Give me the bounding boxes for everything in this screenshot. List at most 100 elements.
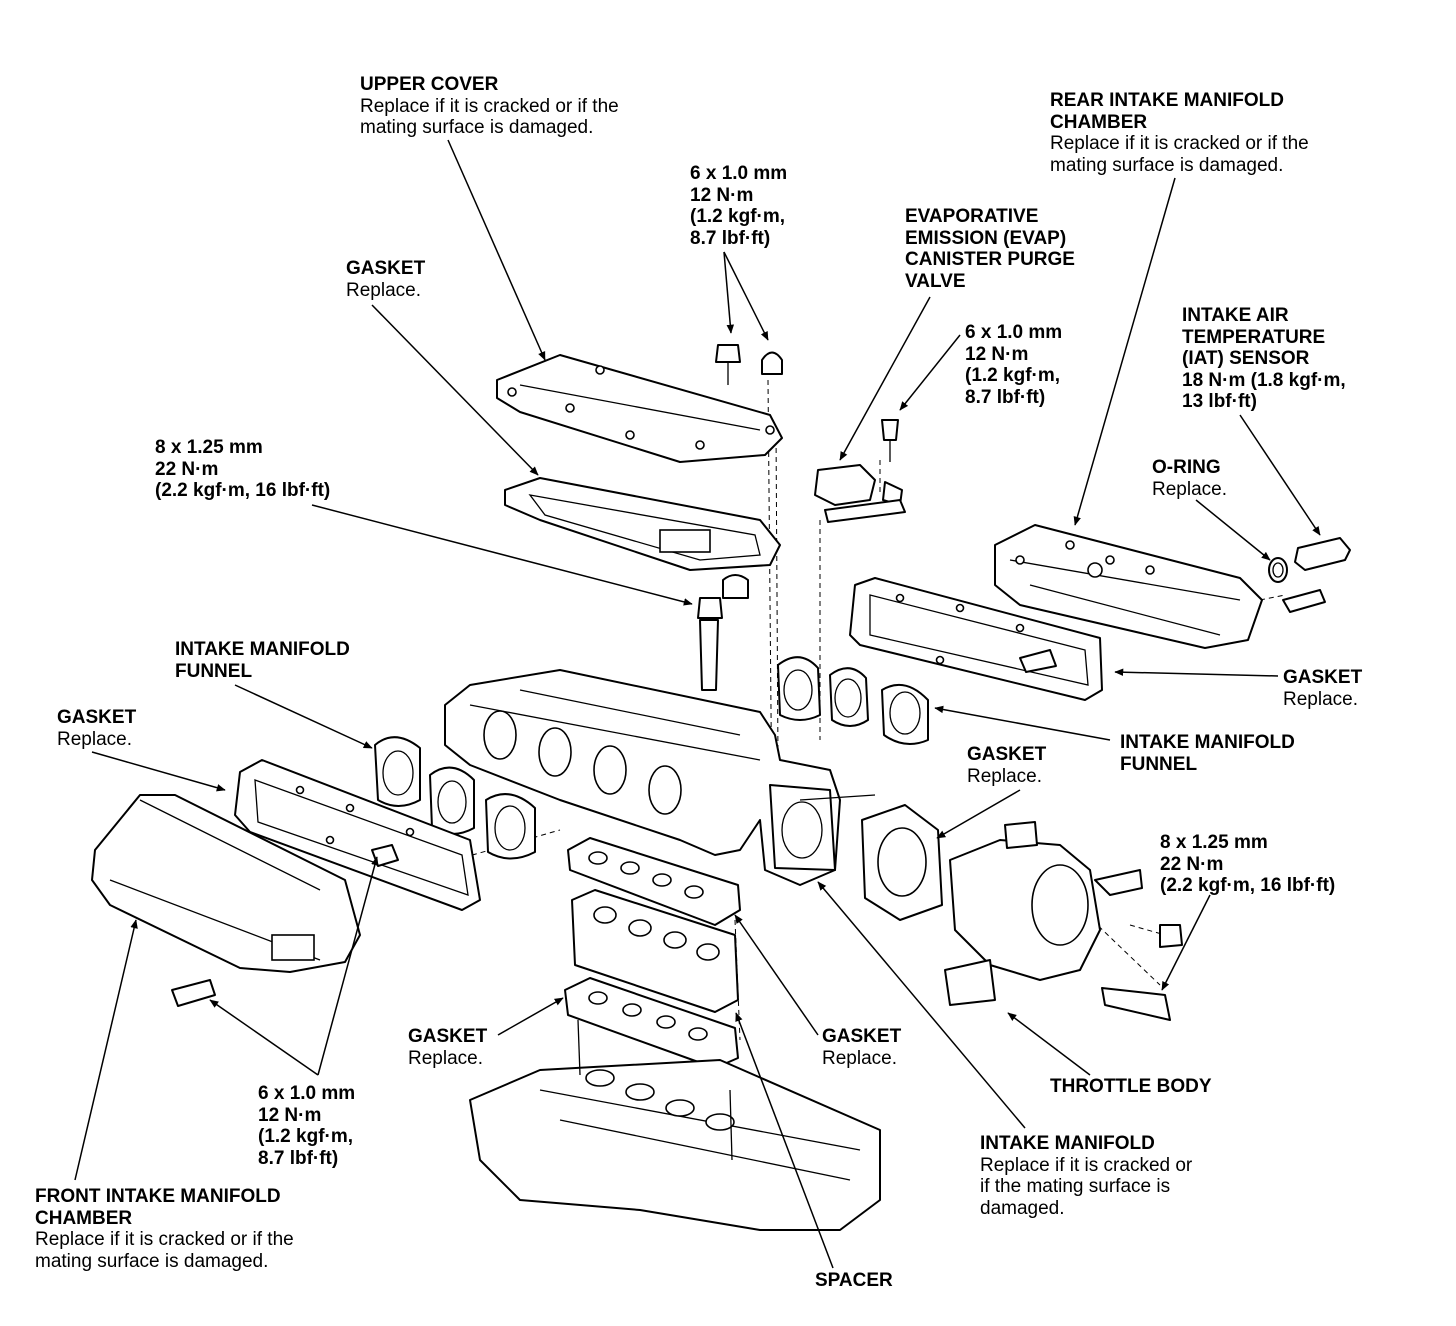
label-title-line: UPPER COVER (360, 74, 499, 95)
label-title-line: THROTTLE BODY (1050, 1076, 1212, 1097)
label-title-line: 8.7 lbf·ft) (258, 1147, 339, 1169)
label-title-line: 8 x 1.25 mm (1160, 832, 1268, 853)
label-title-line: 6 x 1.0 mm (965, 322, 1063, 343)
label-note-line: Replace. (57, 728, 132, 750)
label-title-line: 12 N·m (258, 1104, 322, 1126)
label-note-line: damaged. (980, 1197, 1065, 1219)
label-title-line: EVAPORATIVE (905, 206, 1039, 227)
label-note-line: Replace. (1283, 688, 1358, 710)
label-title-line: GASKET (408, 1026, 488, 1047)
label-title-line: INTAKE MANIFOLD (175, 639, 350, 660)
label-title-line: CANISTER PURGE (905, 249, 1075, 270)
upper-cover-part (496, 354, 783, 463)
intake-manifold-funnel-left-part (374, 736, 536, 860)
label-title-line: 8 x 1.25 mm (155, 437, 263, 458)
label-title-line: GASKET (346, 258, 426, 279)
label-title-line: (IAT) SENSOR (1182, 348, 1310, 369)
leader-lines (74, 139, 1321, 1269)
label-note-line: Replace. (1152, 478, 1227, 500)
label-spacer: SPACER (815, 1270, 893, 1292)
label-title-line: (2.2 kgf·m, 16 lbf·ft) (1160, 875, 1336, 896)
label-title-line: 13 lbf·ft) (1182, 391, 1257, 412)
label-title-line: 22 N·m (1160, 853, 1224, 875)
rear-chamber-part (994, 524, 1263, 649)
label-title-line: 12 N·m (965, 343, 1029, 365)
label-title-line: 12 N·m (690, 184, 754, 206)
spacer-part (571, 889, 739, 1013)
label-title-line: (2.2 kgf·m, 16 lbf·ft) (155, 480, 331, 501)
label-title-line: 6 x 1.0 mm (258, 1083, 356, 1104)
label-title-line: FRONT INTAKE MANIFOLD (35, 1186, 281, 1207)
label-title-line: SPACER (815, 1270, 893, 1291)
label-title-line: 6 x 1.0 mm (690, 163, 788, 184)
intake-manifold-part (444, 574, 876, 886)
label-title-line: (1.2 kgf·m, (690, 206, 786, 227)
label-note-line: Replace. (408, 1047, 483, 1069)
label-title-line: 8.7 lbf·ft) (690, 227, 771, 249)
label-note-line: Replace. (967, 765, 1042, 787)
label-note-line: mating surface is damaged. (35, 1250, 269, 1272)
label-title-line: GASKET (1283, 667, 1363, 688)
label-title-line: 18 N·m (1.8 kgf·m, (1182, 369, 1346, 391)
label-title-line: (1.2 kgf·m, (258, 1126, 354, 1147)
label-title-line: INTAKE MANIFOLD (980, 1133, 1155, 1154)
label-title-line: EMISSION (EVAP) (905, 227, 1067, 249)
label-title-line: (1.2 kgf·m, (965, 365, 1061, 386)
label-title-line: FUNNEL (1120, 753, 1198, 775)
lower-gasket-lower-part (564, 977, 739, 1069)
label-throttle-body: THROTTLE BODY (1050, 1076, 1212, 1098)
label-title-line: 22 N·m (155, 458, 219, 480)
label-title-line: REAR INTAKE MANIFOLD (1050, 90, 1284, 111)
oring-part (1268, 557, 1288, 583)
label-title-line: O-RING (1152, 457, 1221, 478)
label-title-line: GASKET (967, 744, 1047, 765)
iat-sensor-part (1282, 537, 1351, 613)
upper-gasket-part (504, 477, 781, 571)
label-title-line: VALVE (905, 270, 966, 292)
label-note-line: if the mating surface is (980, 1176, 1171, 1197)
label-note-line: Replace if it is cracked or if the (1050, 133, 1309, 154)
label-title-line: GASKET (57, 707, 137, 728)
label-note-line: mating surface is damaged. (360, 117, 594, 138)
label-title-line: FUNNEL (175, 660, 253, 682)
label-title-line: INTAKE AIR (1182, 305, 1289, 326)
label-title-line: GASKET (822, 1026, 902, 1047)
left-gasket-part (234, 759, 481, 911)
intake-manifold-funnel-right-part (777, 649, 1057, 745)
throttle-gasket-part (861, 804, 943, 921)
evap-purge-valve-part (814, 419, 906, 523)
upper-cover-bolts (715, 344, 783, 385)
label-title-line: INTAKE MANIFOLD (1120, 732, 1295, 753)
throttle-body-part (944, 821, 1183, 1021)
label-note-line: mating surface is damaged. (1050, 154, 1284, 176)
label-title-line: CHAMBER (35, 1207, 133, 1229)
label-note-line: Replace. (822, 1047, 897, 1069)
front-chamber-part (91, 794, 361, 1007)
label-note-line: Replace if it is cracked or (980, 1154, 1193, 1176)
label-title-line: CHAMBER (1050, 111, 1148, 133)
label-note-line: Replace if it is cracked or if the (360, 95, 619, 117)
label-title-line: TEMPERATURE (1182, 326, 1326, 348)
label-note-line: Replace. (346, 279, 421, 301)
